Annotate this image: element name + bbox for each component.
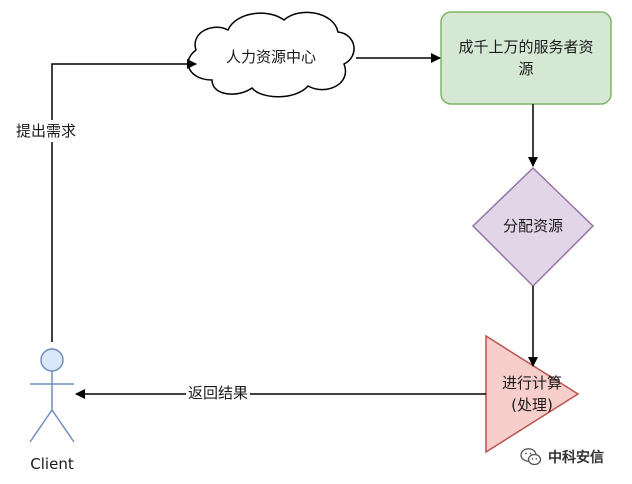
providers-label-line2: 源 bbox=[518, 60, 534, 78]
hr-center-label: 人力资源中心 bbox=[225, 48, 317, 66]
providers-label-line1: 成千上万的服务者资 bbox=[458, 38, 594, 56]
compute-label-line2: (处理) bbox=[511, 396, 553, 414]
wechat-icon bbox=[520, 448, 542, 466]
return-edge-label: 返回结果 bbox=[186, 383, 251, 403]
hr-center-cloud bbox=[187, 11, 355, 98]
request-edge bbox=[51, 59, 197, 342]
compute-label: 进行计算 (处理) bbox=[486, 372, 578, 416]
watermark-text: 中科安信 bbox=[548, 450, 604, 466]
providers-box bbox=[440, 11, 612, 105]
watermark: 中科安信 bbox=[520, 444, 628, 470]
compute-label-line1: 进行计算 bbox=[501, 374, 562, 392]
client-actor-icon bbox=[29, 348, 75, 443]
providers-label: 成千上万的服务者资 源 bbox=[441, 36, 611, 80]
client-label: Client bbox=[30, 455, 74, 473]
request-edge-label: 提出需求 bbox=[16, 120, 77, 142]
allocate-label: 分配资源 bbox=[502, 217, 564, 235]
